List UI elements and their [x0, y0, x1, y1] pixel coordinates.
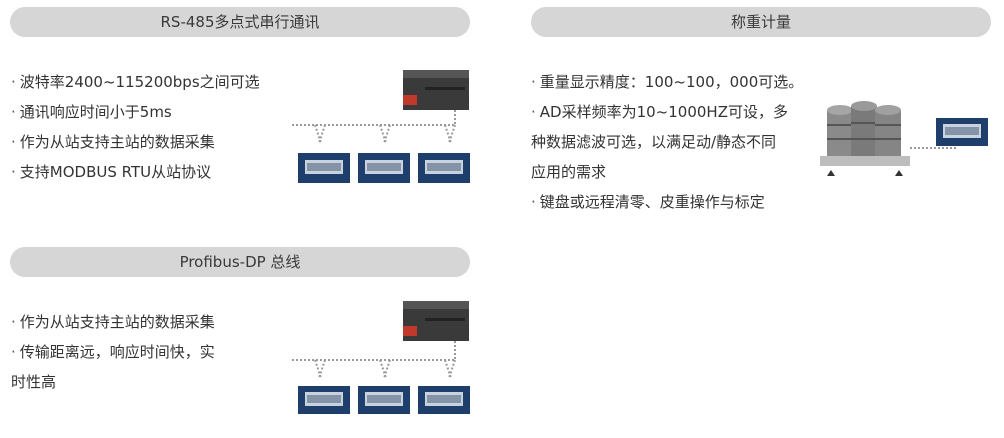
- bullet-marker: ·: [11, 163, 16, 181]
- list-item: ·AD采样频率为10~1000HZ可设，多: [531, 97, 816, 127]
- rs485-section-title: RS-485多点式串行通讯: [160, 13, 320, 31]
- weight-drums-icon: [827, 101, 901, 156]
- scale-platform-icon: [820, 156, 910, 176]
- list-item: ·作为从站支持主站的数据采集: [11, 127, 291, 157]
- list-item-text: 波特率2400~115200bps之间可选: [19, 73, 260, 91]
- list-item-text: 作为从站支持主站的数据采集: [19, 133, 215, 151]
- list-item-text: 作为从站支持主站的数据采集: [19, 313, 215, 331]
- list-item-text: 时性高: [11, 373, 57, 391]
- bullet-marker: ·: [11, 133, 16, 151]
- list-item-text: 键盘或远程清零、皮重操作与标定: [539, 193, 765, 211]
- bullet-marker: ·: [531, 73, 536, 91]
- weighing-feature-list: ·重量显示精度：100~100，000可选。 ·AD采样频率为10~1000HZ…: [531, 67, 816, 217]
- list-item-text: 传输距离远，响应时间快，实: [19, 343, 215, 361]
- profibus-section-title: Profibus-DP 总线: [179, 253, 301, 271]
- slave-module-icon: [298, 386, 350, 414]
- list-item: ·支持MODBUS RTU从站协议: [11, 157, 291, 187]
- weighing-diagram: [820, 101, 988, 176]
- list-item-text: 种数据滤波可选，以满足动/静态不同: [531, 133, 777, 151]
- bullet-marker: ·: [531, 193, 536, 211]
- list-item: ·波特率2400~115200bps之间可选: [11, 67, 291, 97]
- profibus-network-diagram: [291, 301, 470, 414]
- plc-master-icon: [403, 70, 469, 110]
- weighing-section-title: 称重计量: [730, 13, 791, 31]
- list-item-continuation: 应用的需求: [531, 157, 816, 187]
- profibus-feature-list: ·作为从站支持主站的数据采集 ·传输距离远，响应时间快，实 时性高: [11, 307, 251, 397]
- slave-module-icon: [358, 386, 410, 414]
- list-item-text: 通讯响应时间小于5ms: [19, 103, 172, 121]
- bullet-marker: ·: [11, 103, 16, 121]
- list-item-text: 重量显示精度：100~100，000可选。: [539, 73, 804, 91]
- list-item-text: 支持MODBUS RTU从站协议: [19, 163, 212, 181]
- plc-master-icon: [403, 301, 469, 341]
- rs485-section-header: RS-485多点式串行通讯: [10, 7, 470, 37]
- list-item-continuation: 种数据滤波可选，以满足动/静态不同: [531, 127, 816, 157]
- list-item: ·传输距离远，响应时间快，实: [11, 337, 251, 367]
- bus-line: [291, 110, 456, 144]
- list-item-text: 应用的需求: [531, 163, 607, 181]
- weighing-section-header: 称重计量: [531, 7, 991, 37]
- bullet-marker: ·: [531, 103, 536, 121]
- rs485-network-diagram: [291, 70, 470, 183]
- bullet-marker: ·: [11, 73, 16, 91]
- bullet-marker: ·: [11, 313, 16, 331]
- list-item: ·作为从站支持主站的数据采集: [11, 307, 251, 337]
- slave-module-icon: [298, 153, 350, 183]
- slave-module-icon: [418, 153, 470, 183]
- list-item: ·键盘或远程清零、皮重操作与标定: [531, 187, 816, 217]
- bullet-marker: ·: [11, 343, 16, 361]
- list-item-continuation: 时性高: [11, 367, 251, 397]
- list-item: ·重量显示精度：100~100，000可选。: [531, 67, 816, 97]
- profibus-section-header: Profibus-DP 总线: [10, 247, 470, 277]
- slave-module-icon: [358, 153, 410, 183]
- bus-line: [291, 341, 456, 379]
- slave-module-icon: [418, 386, 470, 414]
- list-item-text: AD采样频率为10~1000HZ可设，多: [539, 103, 788, 121]
- list-item: ·通讯响应时间小于5ms: [11, 97, 291, 127]
- weighing-module-icon: [936, 118, 988, 146]
- rs485-feature-list: ·波特率2400~115200bps之间可选 ·通讯响应时间小于5ms ·作为从…: [11, 67, 291, 187]
